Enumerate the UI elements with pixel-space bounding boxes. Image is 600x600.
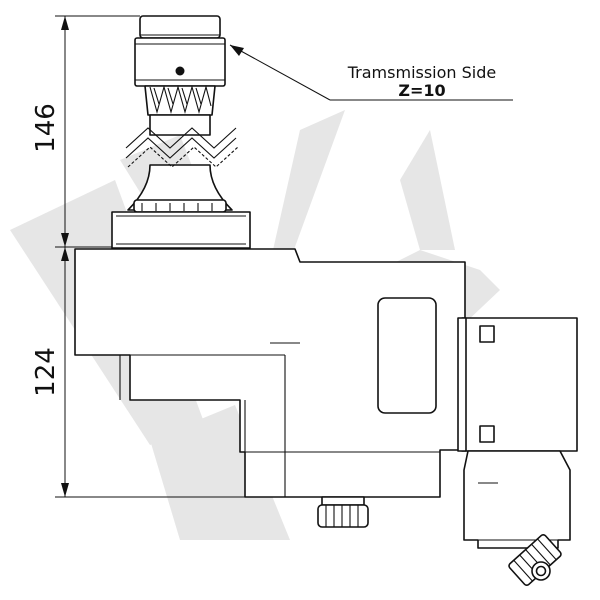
dimension-lines xyxy=(55,15,322,498)
bottom-fitting xyxy=(317,496,369,528)
callout-title: Tramsmission Side xyxy=(347,63,497,82)
callout-tooth-count: Z=10 xyxy=(398,81,445,100)
dimension-146: 146 xyxy=(31,103,61,153)
lower-tool-head xyxy=(463,450,571,587)
side-block xyxy=(457,317,578,452)
callout-leader xyxy=(229,44,513,101)
main-housing xyxy=(74,248,466,498)
set-screw-icon xyxy=(175,66,185,76)
gear-shaft xyxy=(111,15,251,249)
dimension-124: 124 xyxy=(31,347,61,397)
